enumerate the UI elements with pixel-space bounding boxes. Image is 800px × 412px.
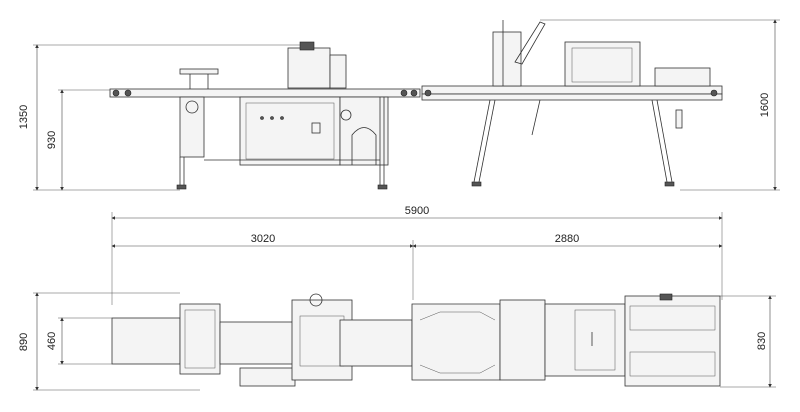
- dimension-label-830: 830: [756, 332, 768, 350]
- dimension-label-2880: 2880: [555, 233, 579, 245]
- left-machine-elevation: [109, 41, 421, 190]
- dimension-label-3020: 3020: [251, 233, 275, 245]
- dimension-label-930: 930: [46, 131, 58, 149]
- dimension-label-890: 890: [18, 333, 30, 351]
- dimension-label-1350: 1350: [18, 105, 30, 129]
- dimension-label-5900: 5900: [405, 205, 429, 217]
- right-machine-elevation: [421, 20, 723, 187]
- side-view: 1350 930 1600: [18, 19, 780, 191]
- dimension-label-460: 460: [46, 332, 58, 350]
- plan-view: 890 460 830: [18, 292, 776, 391]
- length-dimensions: 5900 3020 2880: [111, 205, 723, 305]
- dimension-label-1600: 1600: [759, 93, 771, 117]
